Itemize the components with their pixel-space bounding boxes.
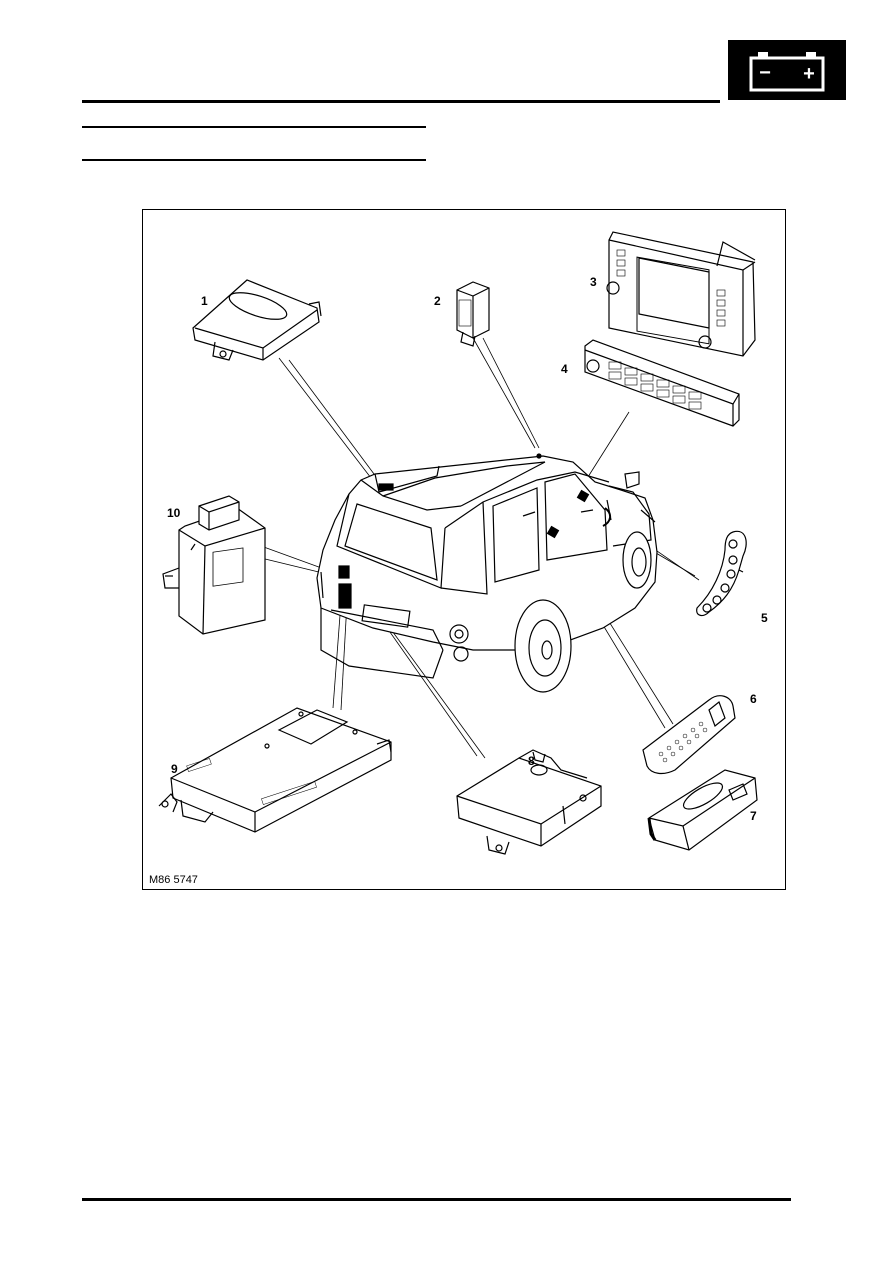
battery-icon: − + <box>749 52 825 92</box>
battery-minus-sign: − <box>759 62 771 84</box>
callout-10: 10 <box>167 506 181 520</box>
component-illustration: 1 2 3 4 5 6 7 8 9 10 M86 5747 <box>149 231 768 886</box>
callout-6: 6 <box>750 692 757 706</box>
section-badge: − + <box>728 40 846 100</box>
component-1-module <box>192 279 322 361</box>
component-4-control-panel <box>584 339 740 427</box>
component-8-module <box>456 749 602 855</box>
header-rule-title-bottom <box>82 159 426 161</box>
callout-5: 5 <box>761 611 768 625</box>
component-2-connector <box>456 281 490 347</box>
header-rule-title-top <box>82 126 426 128</box>
component-5-steering-switches <box>696 530 747 617</box>
component-10-module <box>162 495 266 635</box>
callout-7: 7 <box>750 809 757 823</box>
vehicle-illustration <box>316 453 658 693</box>
header-rule-main <box>82 100 720 103</box>
battery-plus-sign: + <box>803 63 815 85</box>
component-location-figure: 1 2 3 4 5 6 7 8 9 10 M86 5747 <box>142 209 786 890</box>
callout-1: 1 <box>201 294 208 308</box>
callout-4: 4 <box>561 362 568 376</box>
callout-3: 3 <box>590 275 597 289</box>
figure-reference: M86 5747 <box>149 874 198 886</box>
component-7-cradle <box>647 769 758 851</box>
callout-9: 9 <box>171 762 178 776</box>
component-9-telephone-module <box>158 707 392 833</box>
callout-8: 8 <box>528 754 535 768</box>
callout-2: 2 <box>434 294 441 308</box>
component-3-navigation-display <box>606 231 756 357</box>
footer-rule <box>82 1198 791 1201</box>
component-6-handset <box>642 695 736 775</box>
